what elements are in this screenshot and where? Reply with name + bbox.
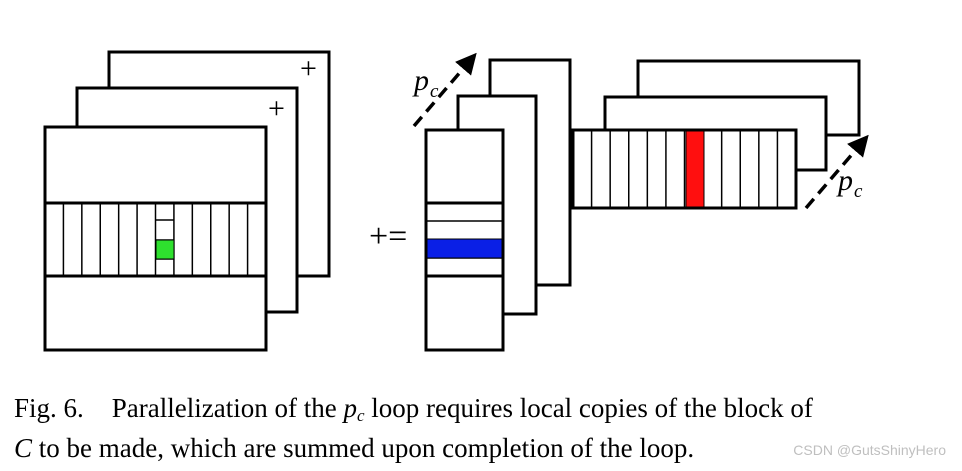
caption-var-c: C bbox=[14, 433, 33, 463]
caption-line-1: Fig. 6.Parallelization of the pc loop re… bbox=[14, 393, 813, 425]
plus-equals-sign: += bbox=[369, 218, 407, 255]
plus-sign-middle: + bbox=[268, 92, 285, 125]
pc-label-right: pc bbox=[836, 164, 863, 202]
a-panel-blue-row bbox=[426, 238, 503, 259]
caption-line-2: C to be made, which are summed upon comp… bbox=[14, 433, 695, 463]
b-panel-columns bbox=[590, 130, 779, 208]
caption-label: Fig. 6. bbox=[14, 393, 84, 423]
c-block-green-cell bbox=[155, 239, 175, 260]
pc-arrow-right bbox=[804, 134, 869, 210]
caption-var-sub: c bbox=[356, 406, 365, 425]
b-panel-red-column bbox=[685, 130, 705, 208]
figure-caption: Fig. 6.Parallelization of the pc loop re… bbox=[14, 392, 944, 465]
csdn-watermark: CSDN @GutsShinyHero bbox=[793, 442, 946, 458]
plus-sign-back: + bbox=[300, 52, 317, 85]
a-panel-stack bbox=[424, 58, 572, 352]
caption-var-p: p bbox=[343, 393, 357, 423]
c-block-stack bbox=[43, 50, 331, 352]
parallelization-figure: + + += pc pc bbox=[43, 50, 869, 352]
b-panel-stack bbox=[571, 59, 861, 210]
pc-label-left: pc bbox=[412, 64, 439, 102]
pc-arrow-left bbox=[412, 52, 477, 128]
